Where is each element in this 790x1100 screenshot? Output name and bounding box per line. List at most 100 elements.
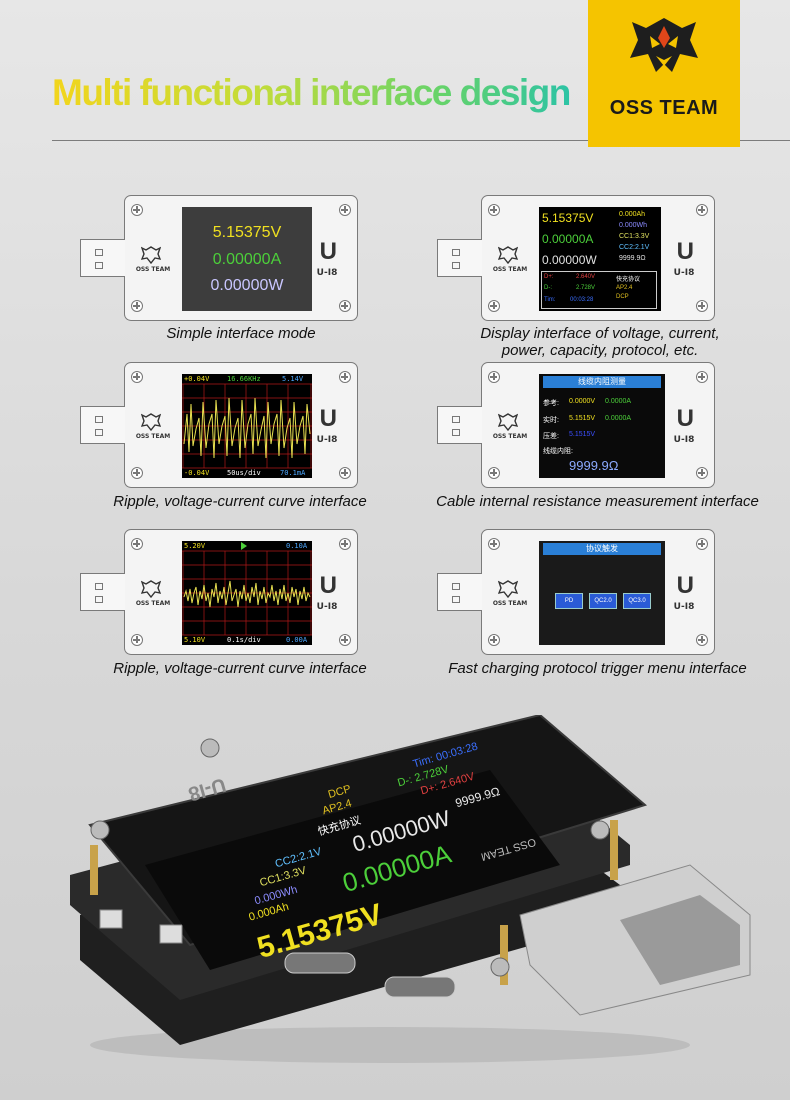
caption-protocol-trigger: Fast charging protocol trigger menu inte… (448, 660, 747, 677)
ref-label: 参考: (543, 400, 559, 407)
usb-plug (80, 406, 125, 444)
power-readout: 0.00000W (210, 277, 284, 294)
screw-icon (488, 538, 500, 550)
screw-icon (339, 634, 351, 646)
cc2-readout: CC2:2.1V (619, 244, 650, 251)
resistance-value: 9999.9Ω (569, 458, 619, 473)
screen-ripple-low-freq: 5.20V 0.10A 5.10V 0.1s/div 0.00A (182, 541, 312, 645)
device-brand: OSS TEAM (135, 600, 171, 607)
screw-icon (339, 204, 351, 216)
ripple-trace (183, 580, 311, 608)
product-photo: 5.15375V 0.00000A 0.00000W 0.000Ah 0.000… (60, 715, 760, 1070)
caption-line: power, capacity, protocol, etc. (501, 342, 699, 359)
scope-bottom-left: 5.10V (184, 636, 206, 644)
diff-voltage: 5.1515V (569, 431, 596, 438)
device-cable-resistance: OSS TEAM U U-I8 线缆内阻测量 参考: 0.0000V 0.000… (437, 362, 715, 488)
screen-simple: 5.15375V 0.00000A 0.00000W (182, 207, 312, 311)
energy-readout: 0.000Wh (619, 222, 648, 229)
live-voltage: 5.1515V (569, 415, 596, 422)
screw-icon (131, 204, 143, 216)
device-logo-letter: U (319, 238, 337, 265)
usb-plug (437, 573, 482, 611)
panther-logo-icon (141, 413, 161, 431)
caption-full-display: Display interface of voltage, current, p… (430, 325, 770, 359)
pd-trigger-button[interactable]: PD (555, 593, 583, 609)
device-logo-letter: U (676, 405, 694, 432)
usb-plug (437, 239, 482, 277)
screw-icon (131, 300, 143, 312)
panther-logo-icon (630, 18, 698, 72)
brand-name: OSS TEAM (609, 97, 719, 119)
live-label: 实时: (543, 417, 559, 424)
scope-bottom-right: 0.00A (286, 636, 308, 644)
scope-top-right: 0.10A (286, 542, 308, 550)
device-model: U-I8 (673, 268, 695, 278)
ref-current: 0.0000A (605, 398, 632, 405)
panther-logo-icon (498, 580, 518, 598)
device-model: U-I8 (673, 435, 695, 445)
caption-line: Display interface of voltage, current, (480, 325, 720, 342)
qc3-trigger-button[interactable]: QC3.0 (623, 593, 651, 609)
screw-icon (696, 467, 708, 479)
device-full-display: OSS TEAM U U-I8 5.15375V 0.00000A 0.0000… (437, 195, 715, 321)
dminus-value: 2.728V (576, 285, 596, 291)
device-logo-letter: U (319, 405, 337, 432)
device-ripple-2: OSS TEAM U U-I8 5.20V 0.10A 5.10V 0.1s/d… (80, 529, 358, 655)
diff-label: 压差: (543, 433, 559, 440)
scope-timebase: 50us/div (227, 469, 261, 477)
screw-icon (696, 371, 708, 383)
resistance-readout: 9999.9Ω (619, 255, 646, 262)
scope-bottom-right: 70.1mA (280, 469, 306, 477)
screw-icon (488, 204, 500, 216)
usb-plug (80, 573, 125, 611)
caption-ripple-1: Ripple, voltage-current curve interface (113, 493, 367, 510)
capacity-readout: 0.000Ah (619, 211, 646, 218)
screw-icon (131, 467, 143, 479)
scope-bottom-left: -0.04V (184, 469, 210, 477)
device-brand: OSS TEAM (135, 266, 171, 273)
device-logo-letter: U (319, 572, 337, 599)
oscilloscope-grid (182, 383, 312, 469)
device-logo-letter: U (676, 238, 694, 265)
usb-plug (80, 239, 125, 277)
device-brand: OSS TEAM (492, 266, 528, 273)
device-simple-mode: OSS TEAM U U-I8 5.15375V 0.00000A 0.0000… (80, 195, 358, 321)
dminus-label: D-: (544, 285, 552, 291)
screen-title: 线缆内阻测量 (543, 376, 661, 388)
panther-logo-icon (498, 413, 518, 431)
device-brand: OSS TEAM (135, 433, 171, 440)
screw-icon (339, 300, 351, 312)
device-model: U-I8 (316, 435, 338, 445)
screw-icon (131, 538, 143, 550)
device-protocol-trigger: OSS TEAM U U-I8 协议触发 PD QC2.0 QC3.0 (437, 529, 715, 655)
protocol-title: 快充协议 (616, 277, 641, 283)
screen-ripple-high-freq: +0.04V 16.66KHz 5.14V -0.04V 50us/div 70… (182, 374, 312, 478)
screw-icon (696, 300, 708, 312)
voltage-readout: 5.15375V (542, 211, 594, 225)
device-logo-letter: U (676, 572, 694, 599)
photo-resistance: 9999.9Ω (453, 784, 502, 811)
device-brand: OSS TEAM (492, 600, 528, 607)
live-current: 0.0000A (605, 415, 632, 422)
dplus-label: D+: (544, 274, 554, 280)
oscilloscope-grid (182, 550, 312, 636)
screw-icon (488, 371, 500, 383)
screw-icon (131, 634, 143, 646)
time-value: 00:03:28 (570, 297, 594, 303)
current-readout: 0.00000A (542, 232, 594, 246)
protocol-item: DCP (616, 294, 629, 300)
device-ripple-1: OSS TEAM U U-I8 +0.04V 16.66KHz 5.14V -0… (80, 362, 358, 488)
device-model: U-I8 (316, 602, 338, 612)
caption-ripple-2: Ripple, voltage-current curve interface (113, 660, 367, 677)
panther-logo-icon (141, 580, 161, 598)
screw-icon (696, 634, 708, 646)
screw-icon (131, 371, 143, 383)
screen-protocol-menu: 协议触发 PD QC2.0 QC3.0 (539, 541, 665, 645)
qc2-trigger-button[interactable]: QC2.0 (589, 593, 617, 609)
screw-icon (488, 467, 500, 479)
resistance-label: 线缆内阻: (543, 448, 573, 455)
screen-full: 5.15375V 0.00000A 0.00000W 0.000Ah 0.000… (539, 207, 661, 311)
screw-icon (488, 634, 500, 646)
device-model: U-I8 (316, 268, 338, 278)
current-readout: 0.00000A (212, 251, 282, 268)
